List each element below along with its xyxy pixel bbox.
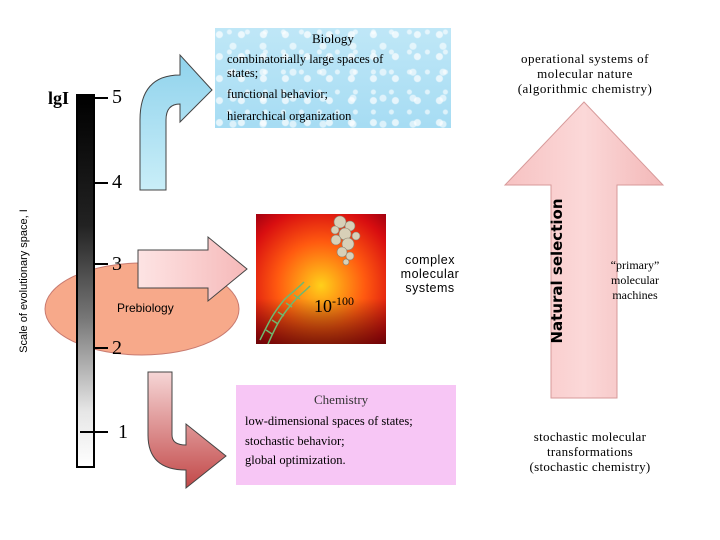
- arrow-to-complex-systems: [137, 235, 248, 303]
- natural-selection-label: Natural selection: [548, 198, 566, 344]
- primary-machines-caption: “primary” molecular machines: [600, 258, 670, 303]
- chemistry-line-3: global optimization.: [245, 453, 346, 467]
- right-bottom-line-1: stochastic molecular: [533, 429, 647, 444]
- right-bottom-line-3: (stochastic chemistry): [529, 459, 651, 474]
- right-top-line-3: (algorithmic chemistry): [517, 81, 653, 96]
- level-1-label: 1: [118, 421, 128, 443]
- complex-systems-caption: complex molecular systems: [395, 253, 465, 295]
- complex-line-2: molecular: [400, 267, 460, 281]
- right-top-line-2: molecular nature: [537, 66, 633, 81]
- power-base: 10: [314, 296, 332, 316]
- chemistry-line-2: stochastic behavior;: [245, 434, 345, 448]
- curved-arrow-to-chemistry: [147, 371, 227, 490]
- level-2-label: 2: [112, 337, 122, 359]
- chemistry-line-1: low-dimensional spaces of states;: [245, 414, 413, 428]
- biology-line-4: hierarchical organization: [227, 109, 352, 123]
- right-top-line-1: operational systems of: [521, 51, 649, 66]
- level-3-label: 3: [112, 253, 122, 275]
- primary-line-2: molecular: [611, 273, 659, 287]
- axis-title: Scale of evolutionary space, I: [18, 209, 30, 353]
- prebiology-label: Prebiology: [117, 301, 174, 315]
- primary-line-1: “primary”: [610, 258, 660, 272]
- biology-line-3: functional behavior;: [227, 87, 329, 101]
- complex-systems-image: [256, 214, 386, 345]
- stochastic-chemistry-caption: stochastic molecular transformations (st…: [505, 429, 675, 474]
- level-5-label: 5: [112, 86, 122, 108]
- chemistry-box: [236, 385, 456, 485]
- biology-line-1: combinatorially large spaces of: [227, 52, 384, 66]
- state-space-size: 10-100: [314, 294, 354, 317]
- protein-structure-icon: [330, 215, 361, 266]
- natural-selection-arrow: [503, 101, 665, 399]
- dna-helix-icon: [259, 281, 311, 345]
- level-4-label: 4: [112, 171, 122, 193]
- axis-symbol: lgI: [48, 88, 70, 108]
- primary-line-3: machines: [612, 288, 658, 302]
- biology-box: [215, 28, 451, 128]
- complex-line-3: systems: [405, 281, 455, 295]
- complex-line-1: complex: [404, 253, 456, 267]
- scale-bar: [76, 94, 95, 468]
- operational-systems-caption: operational systems of molecular nature …: [500, 51, 670, 96]
- curved-arrow-to-biology: [139, 53, 213, 191]
- biology-line-2: states;: [227, 66, 259, 80]
- biology-title: Biology: [312, 31, 354, 46]
- power-exponent: -100: [332, 294, 354, 308]
- right-bottom-line-2: transformations: [546, 444, 634, 459]
- chemistry-title: Chemistry: [314, 392, 369, 407]
